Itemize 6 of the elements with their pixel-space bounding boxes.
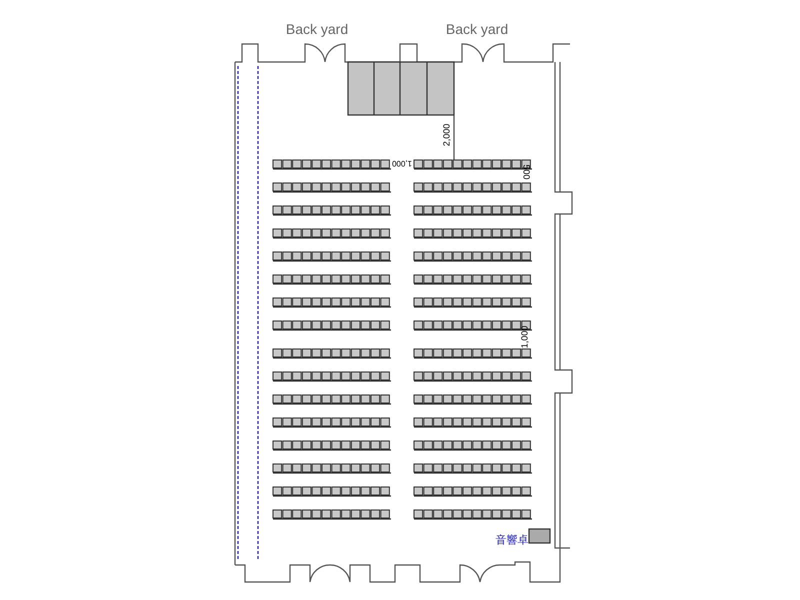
area-label: Back yard	[446, 22, 508, 36]
equipment-label: 音響卓	[496, 536, 528, 546]
dimension-label: 500	[522, 164, 530, 180]
dimension-label: 1,000	[392, 159, 412, 167]
area-label: Back yard	[286, 22, 348, 36]
dimension-label: 2,000	[442, 124, 452, 146]
